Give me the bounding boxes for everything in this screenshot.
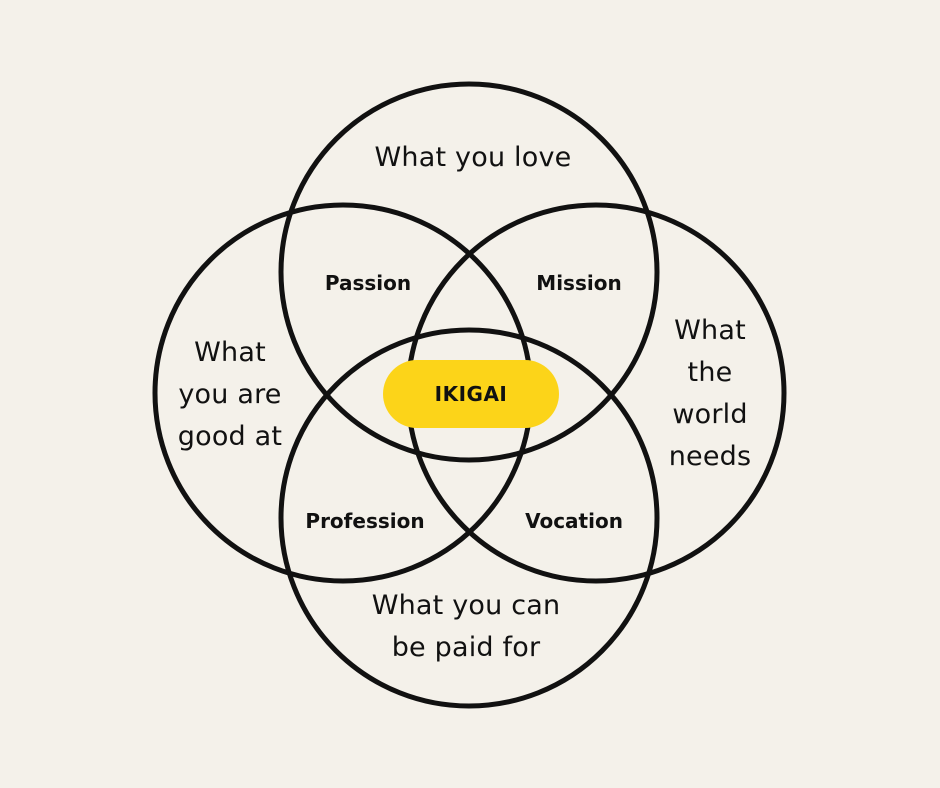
ikigai-center-badge: IKIGAI	[383, 360, 559, 428]
label-passion: Passion	[324, 271, 412, 295]
label-what-you-can-be-paid-for: What you can be paid for	[371, 590, 561, 663]
label-what-you-are-good-at: What you are good at	[177, 337, 283, 452]
label-vocation: Vocation	[525, 509, 623, 533]
label-profession: Profession	[305, 509, 425, 533]
circle-what-you-love	[278, 81, 660, 463]
label-what-you-love: What you love	[374, 142, 572, 173]
label-mission: Mission	[536, 271, 622, 295]
circle-what-you-can-be-paid-for	[278, 327, 660, 709]
label-what-the-world-needs: What the world needs	[668, 315, 752, 472]
